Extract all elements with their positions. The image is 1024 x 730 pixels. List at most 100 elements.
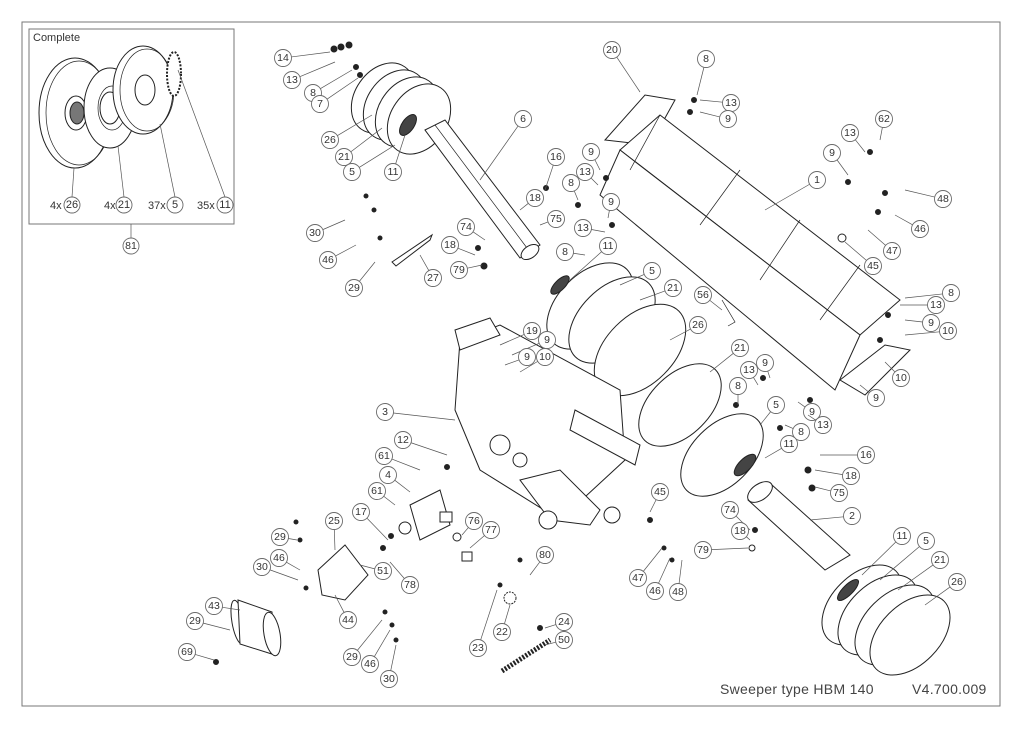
svg-text:9: 9 bbox=[873, 392, 879, 404]
leader-line bbox=[591, 229, 606, 233]
svg-text:6: 6 bbox=[520, 113, 526, 125]
svg-text:46: 46 bbox=[273, 552, 285, 564]
part-balloon-74: 74 bbox=[721, 501, 739, 519]
leader-line bbox=[569, 251, 602, 281]
svg-text:10: 10 bbox=[539, 351, 551, 363]
svg-text:5: 5 bbox=[773, 399, 779, 411]
part-balloon-29: 29 bbox=[186, 612, 204, 630]
svg-text:45: 45 bbox=[867, 260, 879, 272]
svg-text:51: 51 bbox=[377, 565, 389, 577]
part-balloon-24: 24 bbox=[555, 613, 573, 631]
part-balloon-46: 46 bbox=[911, 220, 929, 238]
part-balloon-61: 61 bbox=[375, 447, 393, 465]
part-balloon-75: 75 bbox=[547, 210, 565, 228]
part-balloon-44: 44 bbox=[339, 611, 357, 629]
part-balloon-9: 9 bbox=[582, 143, 600, 161]
part-balloon-26: 26 bbox=[948, 573, 966, 591]
leader-line bbox=[764, 447, 782, 459]
part-balloon-75: 75 bbox=[830, 484, 848, 502]
part-balloon-23: 23 bbox=[469, 639, 487, 657]
part-balloon-46: 46 bbox=[270, 549, 288, 567]
chain bbox=[500, 637, 552, 674]
part-balloon-30: 30 bbox=[253, 558, 271, 576]
upper-tube bbox=[424, 119, 541, 261]
blade bbox=[391, 233, 434, 267]
svg-text:61: 61 bbox=[371, 485, 383, 497]
end-plate bbox=[839, 344, 912, 396]
part-balloon-21: 21 bbox=[931, 551, 949, 569]
svg-text:22: 22 bbox=[496, 626, 508, 638]
part-balloon-13: 13 bbox=[814, 416, 832, 434]
part-balloon-8: 8 bbox=[556, 243, 574, 261]
leader-line bbox=[288, 538, 298, 541]
svg-text:81: 81 bbox=[125, 240, 137, 252]
part-balloon-19: 19 bbox=[523, 322, 541, 340]
svg-text:11: 11 bbox=[219, 199, 230, 211]
part-balloon-22: 22 bbox=[493, 623, 511, 641]
hex-key bbox=[721, 299, 736, 327]
leader-line bbox=[809, 516, 844, 521]
svg-text:13: 13 bbox=[930, 299, 942, 311]
part-balloon-13: 13 bbox=[722, 94, 740, 112]
leader-line bbox=[389, 561, 405, 579]
inset-qty-1: 4x 26 bbox=[50, 167, 81, 214]
part-balloon-43: 43 bbox=[205, 597, 223, 615]
complete-assembly-inset: Complete 4x 26 4x bbox=[28, 28, 235, 255]
svg-text:21: 21 bbox=[118, 199, 130, 211]
svg-text:21: 21 bbox=[934, 554, 946, 566]
leader-line bbox=[394, 479, 411, 493]
svg-text:79: 79 bbox=[697, 544, 709, 556]
svg-text:8: 8 bbox=[703, 53, 709, 65]
inset-bushing-ring bbox=[166, 51, 182, 97]
svg-text:29: 29 bbox=[346, 651, 358, 663]
leader-line bbox=[590, 177, 599, 186]
leader-line bbox=[467, 264, 483, 269]
leader-line bbox=[519, 203, 529, 211]
part-balloon-18: 18 bbox=[526, 189, 544, 207]
inset-qty-3: 37x 5 bbox=[148, 123, 184, 214]
leader-line bbox=[643, 547, 663, 572]
svg-text:18: 18 bbox=[845, 470, 857, 482]
svg-text:9: 9 bbox=[725, 113, 731, 125]
part-balloon-56: 56 bbox=[694, 286, 712, 304]
part-balloon-13: 13 bbox=[576, 163, 594, 181]
leader-line bbox=[867, 229, 886, 246]
inset-disc-back bbox=[112, 45, 175, 135]
svg-text:21: 21 bbox=[734, 342, 746, 354]
part-balloon-45: 45 bbox=[651, 483, 669, 501]
svg-text:37x: 37x bbox=[148, 200, 166, 212]
svg-text:62: 62 bbox=[878, 113, 890, 125]
leader-line bbox=[759, 411, 771, 426]
svg-text:4x: 4x bbox=[50, 200, 62, 212]
part-balloon-46: 46 bbox=[646, 582, 664, 600]
part-balloon-30: 30 bbox=[380, 670, 398, 688]
svg-text:9: 9 bbox=[762, 357, 768, 369]
leader-line bbox=[894, 214, 913, 226]
leader-line bbox=[479, 125, 519, 181]
leader-line bbox=[357, 619, 383, 651]
svg-text:13: 13 bbox=[725, 97, 737, 109]
svg-text:29: 29 bbox=[274, 531, 286, 543]
drum bbox=[230, 599, 282, 657]
leader-line bbox=[390, 644, 397, 671]
leader-line bbox=[814, 486, 831, 492]
part-balloon-10: 10 bbox=[892, 369, 910, 387]
leader-line bbox=[616, 56, 641, 93]
part-balloon-79: 79 bbox=[694, 541, 712, 559]
leader-line bbox=[504, 604, 511, 624]
leader-line bbox=[573, 190, 579, 201]
leader-line bbox=[746, 536, 751, 541]
svg-text:30: 30 bbox=[256, 561, 268, 573]
leader-line bbox=[904, 293, 943, 299]
part-balloon-9: 9 bbox=[756, 354, 774, 372]
part-balloon-9: 9 bbox=[719, 110, 737, 128]
svg-text:45: 45 bbox=[654, 486, 666, 498]
leader-line bbox=[854, 139, 866, 153]
svg-text:13: 13 bbox=[286, 74, 298, 86]
svg-text:17: 17 bbox=[355, 506, 367, 518]
svg-text:46: 46 bbox=[364, 658, 376, 670]
leader-line bbox=[419, 254, 430, 271]
svg-text:69: 69 bbox=[181, 646, 193, 658]
leader-line bbox=[658, 557, 671, 584]
